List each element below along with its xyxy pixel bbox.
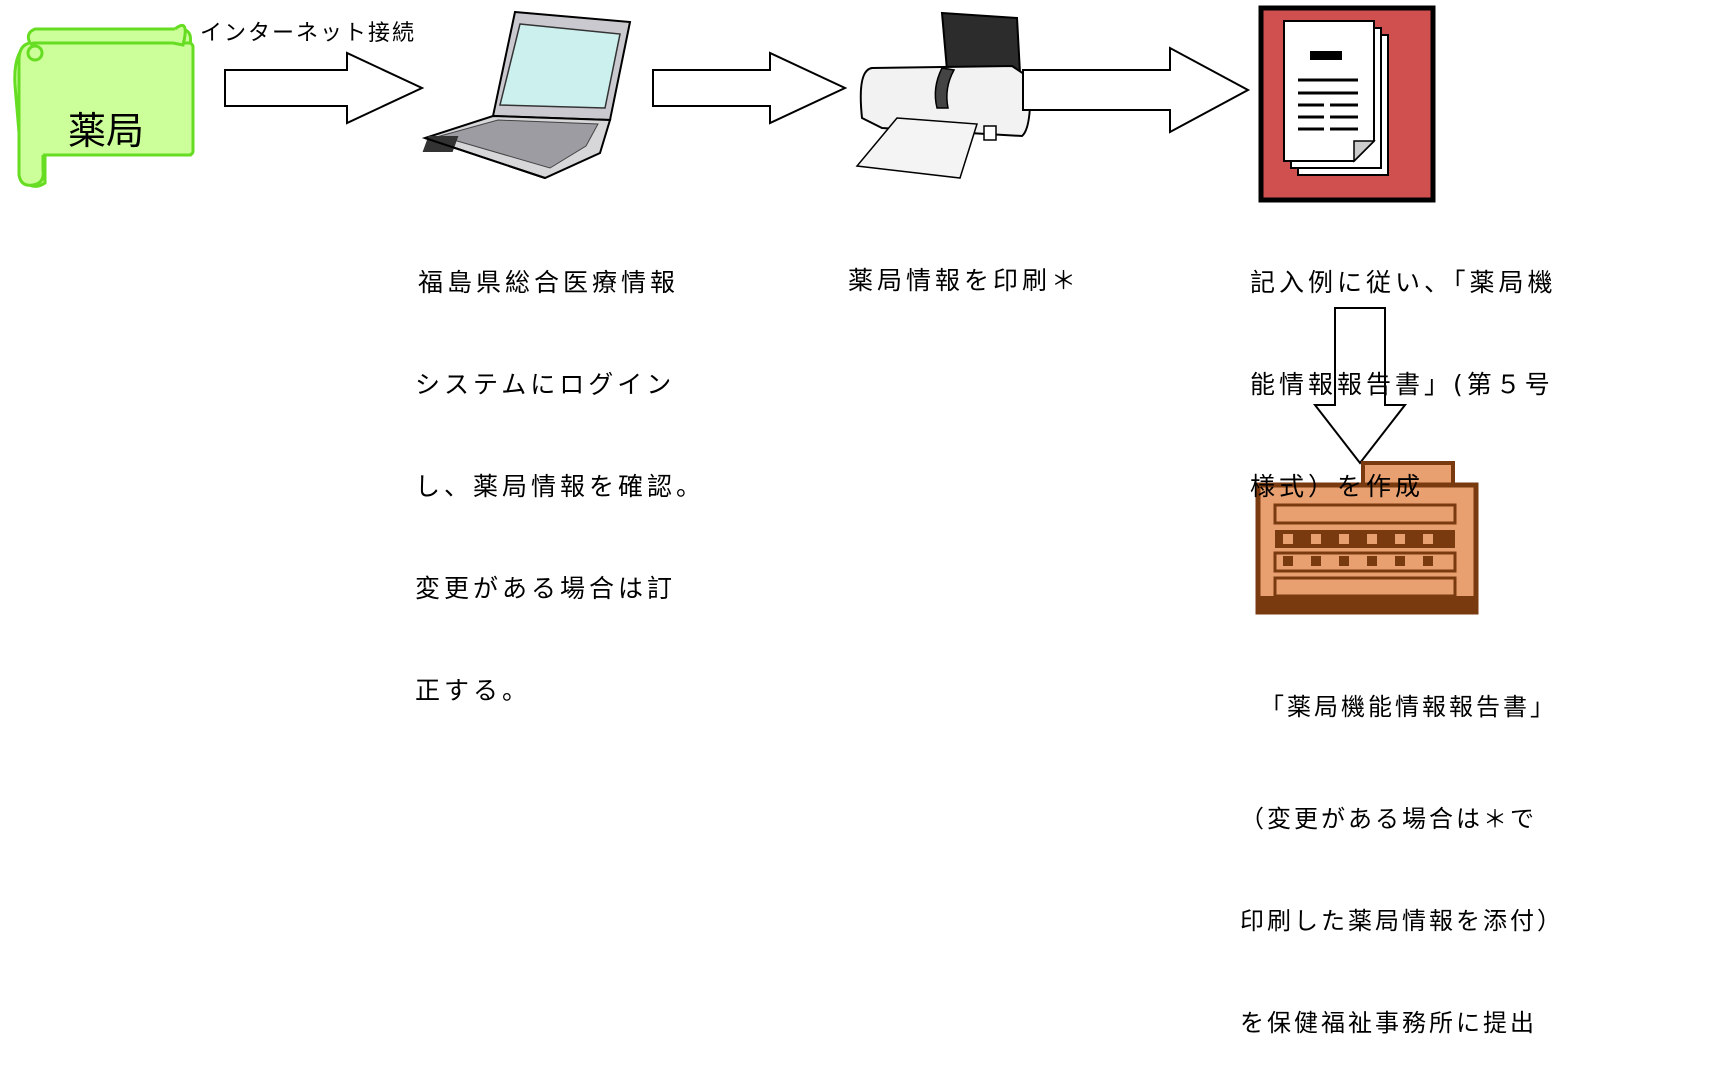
scroll-label: 薬局 xyxy=(68,109,145,153)
arrow-right-icon xyxy=(652,51,848,125)
step-4-line-4: を保健福祉事務所に提出 xyxy=(1240,1009,1537,1037)
step-2-caption: 薬局情報を印刷＊ xyxy=(848,196,1080,332)
document-icon xyxy=(1258,5,1436,203)
step-3-line-2: 能情報報告書」(第５号 xyxy=(1250,370,1554,399)
step-4-caption: 「薬局機能情報報告書」 （変更がある場合は＊で 印刷した薬局情報を添付） を保健… xyxy=(1240,622,1564,1074)
scroll-banner-icon xyxy=(13,24,195,188)
step-4-title: 「薬局機能情報報告書」 xyxy=(1260,693,1557,721)
step-2-line-1: 薬局情報を印刷＊ xyxy=(848,266,1081,295)
step-1-line-1: 福島県総合医療情報 xyxy=(418,268,680,297)
step-1-line-4: 変更がある場合は訂 xyxy=(415,574,677,603)
arrow-right-icon xyxy=(1022,46,1251,134)
step-3-line-1: 記入例に従い、「薬局機 xyxy=(1250,268,1557,297)
arrow-right-icon xyxy=(224,51,425,125)
step-3-caption: 記入例に従い、「薬局機 能情報報告書」(第５号 様式）を作成 xyxy=(1250,198,1557,538)
step-4-line-2: （変更がある場合は＊で xyxy=(1240,805,1537,833)
laptop-icon xyxy=(421,10,632,180)
step-4-line-3: 印刷した薬局情報を添付） xyxy=(1240,907,1564,935)
office-building-icon xyxy=(1255,461,1479,615)
arrow-down-icon xyxy=(1312,307,1408,465)
step-1-line-2: システムにログイン xyxy=(415,370,676,399)
step-3-line-3: 様式）を作成 xyxy=(1250,472,1425,501)
step-1-line-5: 正する。 xyxy=(415,676,532,705)
step-1-line-3: し、薬局情報を確認。 xyxy=(415,472,706,501)
printer-icon xyxy=(855,11,1032,179)
step-1-caption: 福島県総合医療情報 システムにログイン し、薬局情報を確認。 変更がある場合は訂… xyxy=(415,198,705,742)
internet-connection-label: インターネット接続 xyxy=(200,21,417,46)
